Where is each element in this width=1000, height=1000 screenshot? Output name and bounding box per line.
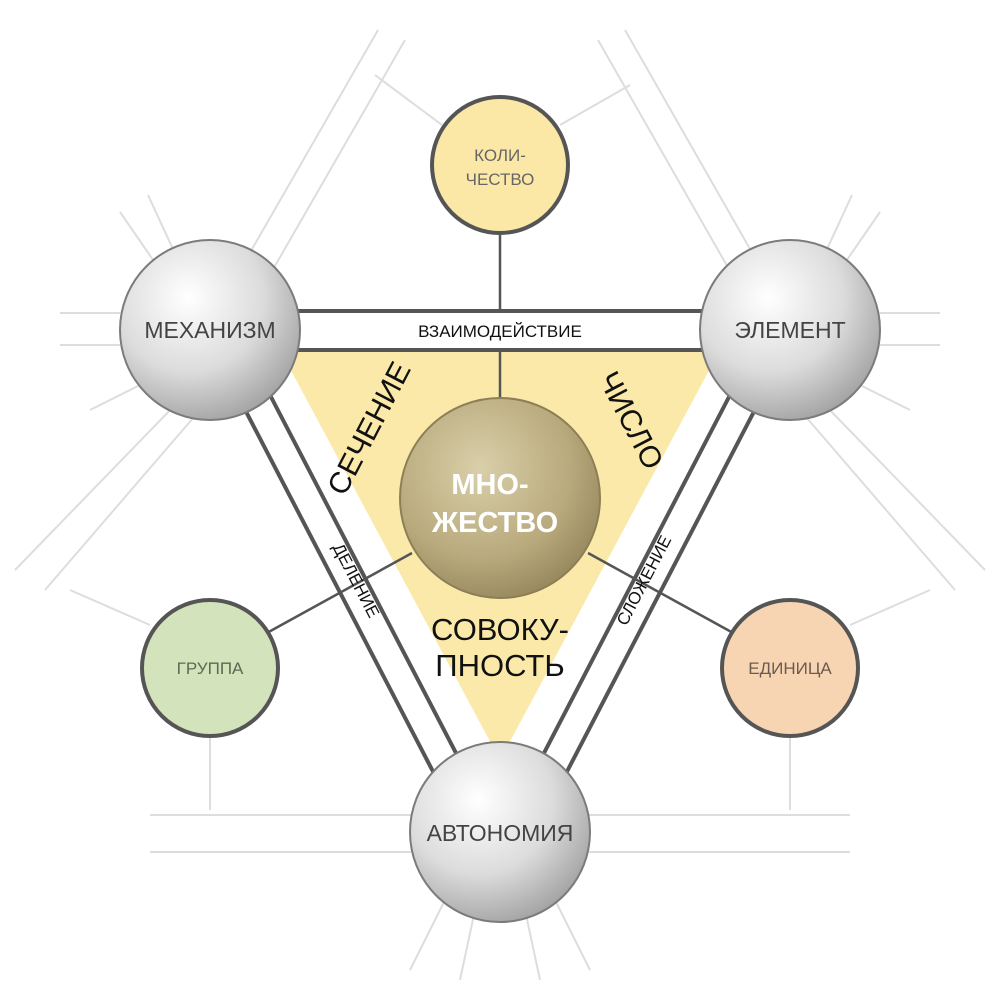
node-mechanism: МЕХАНИЗМ: [119, 239, 301, 421]
edge-label-interaction: ВЗАИМОДЕЙСТВИЕ: [418, 322, 582, 341]
connectors: [264, 232, 736, 636]
node-unit: ЕДИНИЦА: [720, 598, 860, 738]
node-set-line2: ЖЕСТВО: [431, 507, 558, 539]
face-label-totality-line1: СОВОКУ-: [431, 612, 569, 647]
node-element: ЭЛЕМЕНТ: [699, 239, 881, 421]
node-quantity-line1: КОЛИ-: [474, 146, 526, 165]
node-mechanism-label: МЕХАНИЗМ: [144, 317, 275, 343]
node-set-line1: МНО-: [451, 469, 528, 501]
node-autonomy: АВТОНОМИЯ: [409, 741, 591, 923]
node-group: ГРУППА: [140, 598, 280, 738]
node-unit-label: ЕДИНИЦА: [748, 659, 832, 678]
node-quantity-line2: ЧЕСТВО: [466, 170, 535, 189]
node-group-label: ГРУППА: [177, 659, 244, 678]
node-quantity: КОЛИ- ЧЕСТВО: [430, 95, 570, 235]
face-label-totality-line2: ПНОСТЬ: [435, 648, 564, 683]
node-autonomy-label: АВТОНОМИЯ: [427, 820, 574, 846]
node-element-label: ЭЛЕМЕНТ: [734, 317, 845, 343]
node-set: МНО- ЖЕСТВО: [399, 397, 601, 599]
background-lines: [14, 29, 986, 981]
